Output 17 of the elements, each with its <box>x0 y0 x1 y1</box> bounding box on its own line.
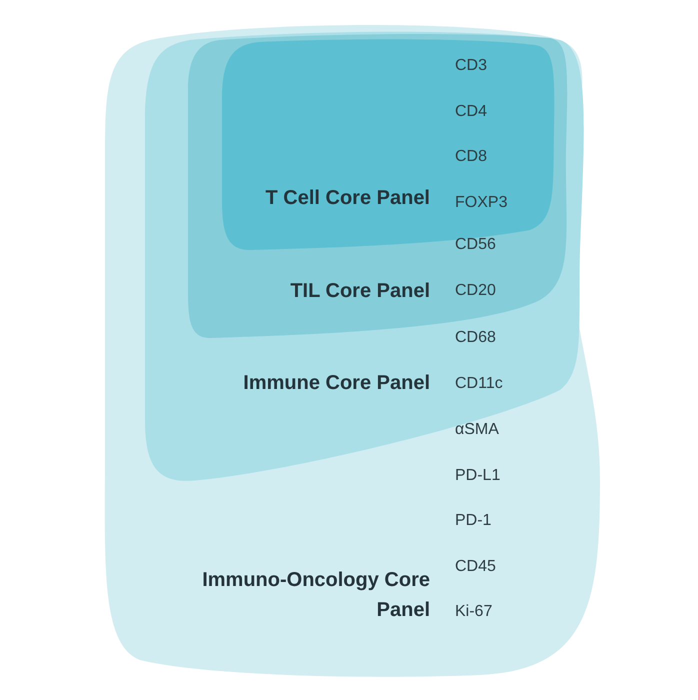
marker-label: FOXP3 <box>455 192 508 213</box>
marker-label: CD8 <box>455 147 488 168</box>
panel-name: T Cell Core Panel <box>264 186 430 211</box>
marker-label: CD68 <box>455 328 496 348</box>
marker-label: CD11c <box>455 374 503 394</box>
marker-label: PD-1 <box>455 511 492 532</box>
panel-name: Immuno-Oncology Core Panel <box>201 568 430 623</box>
marker-label: Ki-67 <box>455 602 492 622</box>
marker-label: PD-L1 <box>455 466 500 486</box>
panel-name: Immune Core Panel <box>242 371 430 396</box>
marker-label: CD56 <box>455 235 496 255</box>
marker-label: CD20 <box>455 280 496 301</box>
marker-label: CD4 <box>455 102 488 122</box>
marker-label: CD3 <box>455 56 488 76</box>
marker-label: CD45 <box>455 556 496 577</box>
marker-label: αSMA <box>455 420 499 440</box>
panel-name: TIL Core Panel <box>289 279 430 304</box>
